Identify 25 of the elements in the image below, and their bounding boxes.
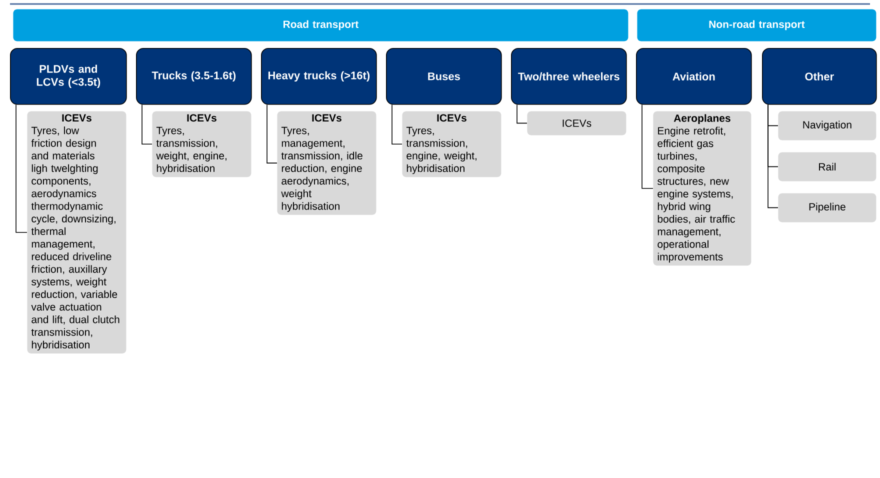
category-box: Aviation	[636, 48, 752, 105]
category-box: Trucks (3.5-1.6t)	[136, 48, 252, 105]
connector-line	[266, 104, 278, 164]
connector-line	[16, 104, 28, 233]
detail-box: Rail	[778, 152, 876, 182]
detail-box: Aeroplanes Engine retrofit, efficient gas turbines, composite structures, new engine systems, hybrid wing bodies, air traffic management, operational improvements	[653, 111, 752, 266]
detail-box: Navigation	[778, 111, 876, 140]
category-band: Non-road transport	[637, 9, 876, 42]
category-band: Road transport	[13, 9, 628, 42]
connector-line	[642, 104, 654, 189]
connector-line	[142, 104, 152, 145]
category-box: Two/three wheelers	[511, 48, 627, 105]
detail-box: ICEVs Tyres, management, transmission, idle reduction, engine aerodynamics, weight hybridisation	[277, 111, 376, 215]
category-box: PLDVs and LCVs (<3.5t)	[10, 48, 127, 105]
detail-box: ICEVs Tyres, low friction design and materials ligh twelghting components, aerodynamics thermodynamic cycle, downsizing, thermal management, reduced driveline friction, auxillary systems, weight reduction, variable valve actuation and lift, dual clutch transmission, hybridisation	[27, 111, 126, 354]
category-box: Heavy trucks (>16t)	[261, 48, 377, 105]
connector-line	[392, 104, 402, 145]
detail-box: ICEVs Tyres, transmission, weight, engine, hybridisation	[152, 111, 252, 178]
category-box: Other	[762, 48, 877, 105]
detail-box: Pipeline	[778, 193, 876, 222]
detail-box: ICEVs	[527, 111, 626, 136]
connector-line	[516, 104, 528, 124]
detail-box: ICEVs Tyres, transmission, engine, weight, hybridisation	[402, 111, 502, 178]
connector-line	[768, 104, 778, 208]
category-box: Buses	[386, 48, 502, 105]
